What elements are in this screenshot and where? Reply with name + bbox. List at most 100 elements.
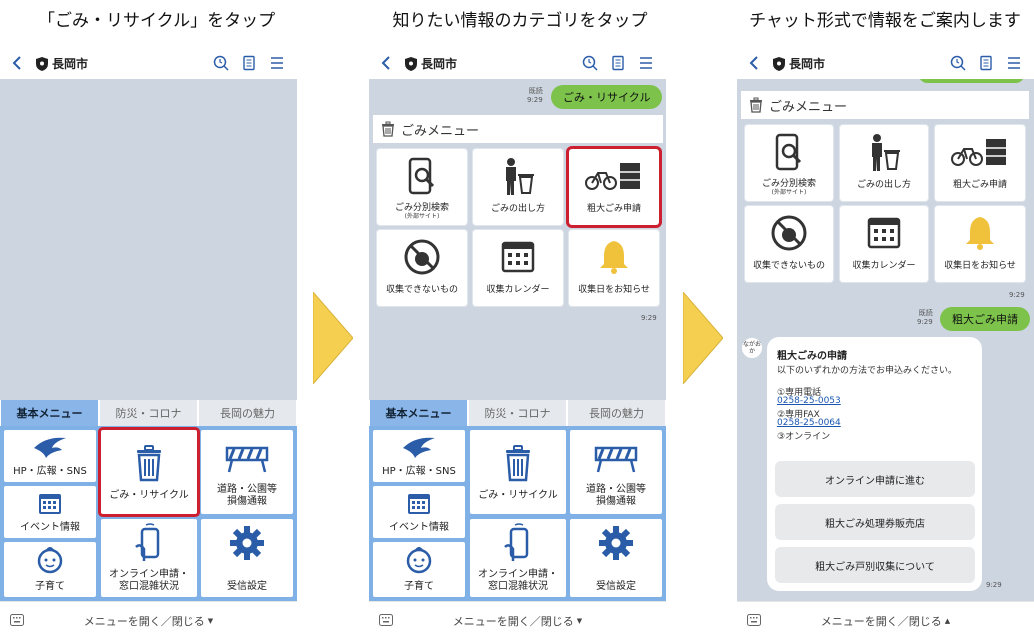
rich-menu-tabs: 基本メニュー 防災・コロナ 長岡の魅力	[369, 400, 666, 426]
menu-events[interactable]: イベント情報	[373, 486, 465, 538]
online-application-button[interactable]: オンライン申請に進む	[775, 461, 975, 497]
rich-menu: HP・広報・SNS イベント情報 子育て ごみ・リサイクル オンライン申請・ 窓…	[0, 426, 297, 601]
menu-label: ごみ・リサイクル	[109, 490, 189, 501]
hamburger-menu-icon[interactable]	[269, 55, 285, 71]
menu-childcare[interactable]: 子育て	[373, 542, 465, 597]
person-trash-icon	[872, 134, 900, 171]
menu-hp-pr-sns[interactable]: HP・広報・SNS	[373, 430, 465, 482]
menu-label: 窓口混雑状況	[488, 581, 548, 592]
menu-garbage-recycle[interactable]: ごみ・リサイクル	[101, 430, 197, 514]
smartphone-hand-icon	[135, 523, 160, 561]
menu-receive-settings[interactable]: 受信設定	[201, 519, 293, 597]
menu-label: 窓口混雑状況	[119, 581, 179, 592]
back-icon[interactable]	[12, 55, 26, 71]
keyboard-icon[interactable]	[379, 614, 393, 626]
phone-search-icon	[775, 133, 802, 171]
how-to-dispose-button[interactable]: ごみの出し方	[840, 125, 928, 201]
clock-search-icon[interactable]	[213, 55, 229, 71]
bot-reply-title: 粗大ごみの申請	[777, 351, 847, 362]
menu-label: 道路・公園等	[586, 484, 646, 495]
chat-area: ごみメニュー ごみ分別検索 (外部サイト) ごみの出し方 粗大ごみ申請 収集でき…	[737, 79, 1034, 601]
tab-basic-menu[interactable]: 基本メニュー	[1, 400, 98, 426]
person-trash-icon	[506, 158, 534, 195]
user-message-partial	[919, 79, 1024, 83]
menu-events[interactable]: イベント情報	[4, 486, 96, 538]
back-icon[interactable]	[381, 55, 395, 71]
menu-label: オンライン申請・	[478, 569, 558, 580]
garbage-sort-search-button[interactable]: ごみ分別検索 (外部サイト)	[377, 149, 467, 225]
note-icon[interactable]	[978, 55, 994, 71]
account-name: 長岡市	[52, 56, 89, 71]
collection-calendar-button[interactable]: 収集カレンダー	[840, 206, 928, 282]
calendar-icon	[408, 494, 430, 514]
tab-nagaoka-charm[interactable]: 長岡の魅力	[568, 400, 665, 426]
hamburger-menu-icon[interactable]	[1006, 55, 1022, 71]
door-to-door-collection-button[interactable]: 粗大ごみ戸別収集について	[775, 547, 975, 583]
note-icon[interactable]	[610, 55, 626, 71]
user-message: ごみ・リサイクル	[551, 85, 663, 109]
large-garbage-application-button[interactable]: 粗大ごみ申請	[935, 125, 1025, 201]
cell-sublabel: (外部サイト)	[404, 213, 440, 220]
app-header: 長岡市	[737, 47, 1034, 79]
menu-hp-pr-sns[interactable]: HP・広報・SNS	[4, 430, 96, 482]
tab-nagaoka-charm[interactable]: 長岡の魅力	[199, 400, 296, 426]
note-icon[interactable]	[241, 55, 257, 71]
keyboard-icon[interactable]	[747, 614, 761, 626]
shield-icon	[36, 56, 48, 71]
menu-online-application[interactable]: オンライン申請・ 窓口混雑状況	[101, 519, 197, 597]
uncollectable-items-button[interactable]: 収集できないもの	[377, 230, 467, 306]
app-header: 長岡市	[369, 47, 666, 79]
menu-toggle-bar[interactable]: メニューを開く／閉じる ▼	[0, 601, 297, 639]
hamburger-menu-icon[interactable]	[638, 55, 654, 71]
garbage-sort-search-button[interactable]: ごみ分別検索 (外部サイト)	[745, 125, 833, 201]
clock-search-icon[interactable]	[950, 55, 966, 71]
phone-number-link[interactable]: 0258-25-0053	[777, 396, 841, 406]
menu-toggle-label: メニューを開く／閉じる	[452, 614, 574, 628]
bird-icon	[34, 437, 66, 458]
menu-toggle-label: メニューを開く／閉じる	[83, 614, 205, 628]
menu-label: オンライン申請・	[109, 569, 189, 580]
large-garbage-application-button[interactable]: 粗大ごみ申請	[569, 149, 659, 225]
keyboard-icon[interactable]	[10, 614, 24, 626]
ticket-shops-button[interactable]: 粗大ごみ処理券販売店	[775, 504, 975, 540]
account-name: 長岡市	[789, 56, 826, 71]
tab-disaster-corona[interactable]: 防災・コロナ	[100, 400, 197, 426]
tab-basic-menu[interactable]: 基本メニュー	[370, 400, 467, 426]
bicycle-furniture-icon	[951, 139, 1006, 166]
cell-label: 収集カレンダー	[486, 285, 550, 295]
menu-garbage-recycle[interactable]: ごみ・リサイクル	[470, 430, 566, 514]
shield-icon	[773, 56, 785, 71]
gear-icon	[230, 526, 264, 560]
tab-disaster-corona[interactable]: 防災・コロナ	[469, 400, 566, 426]
menu-toggle-bar[interactable]: メニューを開く／閉じる ▲	[737, 601, 1034, 639]
menu-label: 子育て	[404, 581, 434, 592]
calendar-icon	[501, 241, 535, 273]
online-label: ③オンライン	[777, 432, 831, 442]
collection-day-notify-button[interactable]: 収集日をお知らせ	[935, 206, 1025, 282]
menu-road-damage-report[interactable]: 道路・公園等 損傷通報	[570, 430, 662, 514]
prohibited-icon	[404, 239, 440, 275]
menu-childcare[interactable]: 子育て	[4, 542, 96, 597]
fax-number-link[interactable]: 0258-25-0064	[777, 418, 841, 428]
uncollectable-items-button[interactable]: 収集できないもの	[745, 206, 833, 282]
bot-avatar[interactable]: ながおか	[741, 337, 763, 359]
menu-label: イベント情報	[20, 522, 80, 533]
baby-icon	[406, 547, 432, 574]
menu-toggle-bar[interactable]: メニューを開く／閉じる ▼	[369, 601, 666, 639]
menu-road-damage-report[interactable]: 道路・公園等 損傷通報	[201, 430, 293, 514]
cell-label: ごみの出し方	[490, 204, 545, 214]
how-to-dispose-button[interactable]: ごみの出し方	[473, 149, 563, 225]
chat-area	[0, 79, 297, 400]
clock-search-icon[interactable]	[582, 55, 598, 71]
back-icon[interactable]	[749, 55, 763, 71]
trash-can-icon	[382, 121, 394, 137]
menu-label: 受信設定	[596, 581, 636, 592]
next-step-arrow	[313, 292, 353, 384]
collection-calendar-button[interactable]: 収集カレンダー	[473, 230, 563, 306]
menu-label: 受信設定	[227, 581, 267, 592]
menu-online-application[interactable]: オンライン申請・ 窓口混雑状況	[470, 519, 566, 597]
collection-day-notify-button[interactable]: 収集日をお知らせ	[569, 230, 659, 306]
menu-receive-settings[interactable]: 受信設定	[570, 519, 662, 597]
